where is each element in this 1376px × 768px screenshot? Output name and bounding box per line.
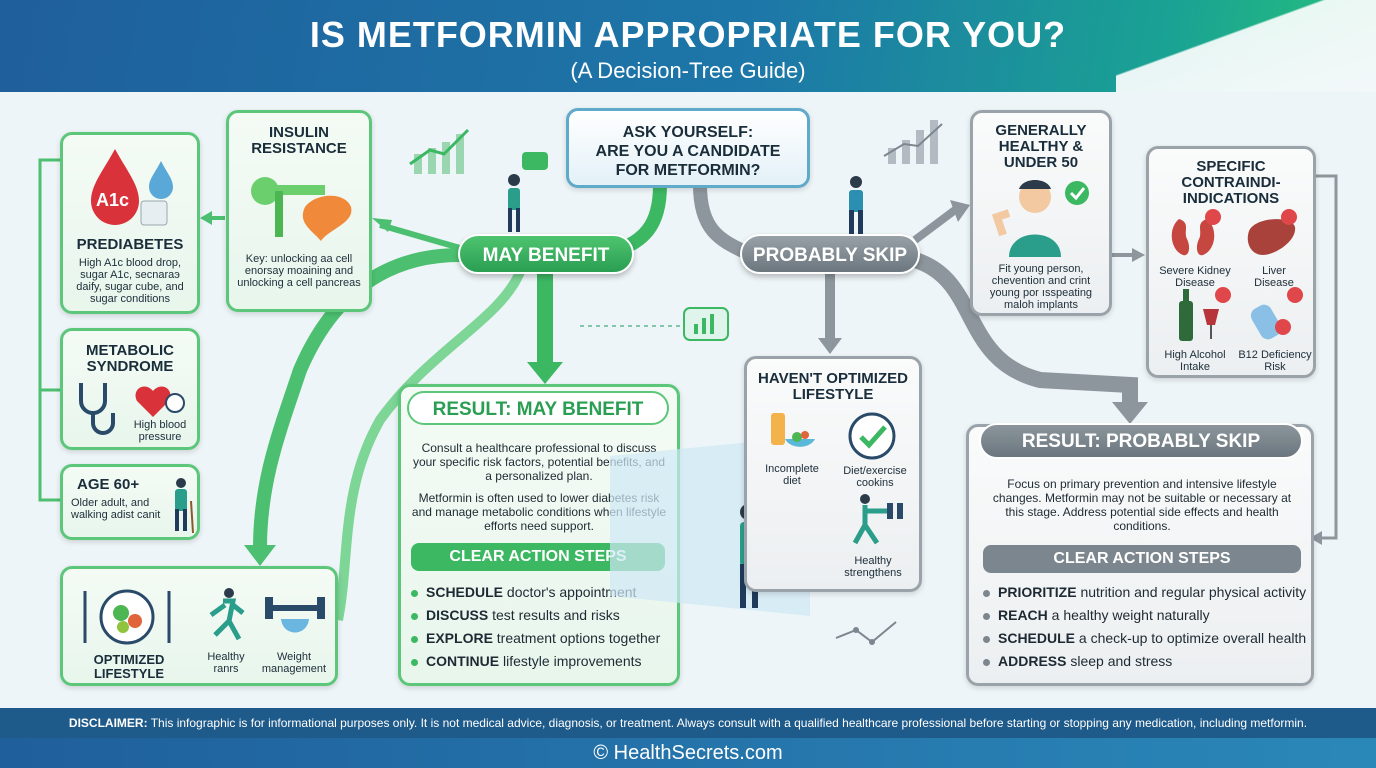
lifestyle-item2: Diet/exercise cookins: [843, 465, 907, 489]
optimized-item1: Healthy ranrs: [207, 651, 245, 675]
optimized-item2: Weight management: [261, 651, 327, 675]
lifestyle-item1: Incomplete diet: [765, 463, 819, 487]
network-dots-icon: [835, 621, 897, 645]
contraindications-card: SPECIFIC CONTRAINDI- INDICATIONS Severe …: [1146, 146, 1316, 378]
contraindications-title: SPECIFIC CONTRAINDI- INDICATIONS: [1181, 158, 1281, 207]
diet-icon: [771, 413, 815, 447]
result-benefit-para1: Consult a healthcare professional to dis…: [412, 441, 666, 483]
chart-bars-icon: [883, 120, 943, 164]
metabolic-caption: High blood pressure: [133, 419, 187, 443]
lifestyle-not-optimized-card: HAVEN'T OPTIMIZED LIFESTYLE Incomplete d…: [744, 356, 922, 592]
page-title: IS METFORMIN APPROPRIATE FOR YOU?: [309, 14, 1067, 55]
generally-healthy-title: GENERALLY HEALTHY & UNDER 50: [995, 122, 1087, 171]
blood-drop-icon: [91, 149, 173, 226]
chart-up-icon: [409, 128, 470, 174]
alcohol-icon: [1179, 287, 1231, 341]
contra-item-kidney: Severe Kidney Disease: [1159, 265, 1231, 289]
question-line1: ASK YOURSELF:: [622, 124, 754, 141]
plate-icon: [83, 589, 171, 645]
b12-icon: [1250, 287, 1303, 340]
skip-step: ADDRESS sleep and stress: [983, 650, 1306, 673]
benefit-steps-list: SCHEDULE doctor's appointment DISCUSS te…: [411, 581, 660, 673]
result-benefit-title: RESULT: MAY BENEFIT: [407, 391, 669, 425]
person-speech-icon: [508, 152, 548, 232]
older-adult-icon: [175, 478, 194, 534]
lifestyle-not-optimized-title: HAVEN'T OPTIMIZED LIFESTYLE: [758, 370, 908, 403]
liver-icon: [1247, 209, 1297, 255]
skip-steps-list: PRIORITIZE nutrition and regular physica…: [983, 581, 1306, 673]
key-pancreas-icon: [251, 177, 352, 241]
prediabetes-text: High A1c blood drop, sugar A1c, ѕecnaraэ…: [76, 257, 184, 305]
result-benefit-para2: Metformin is often used to lower diabete…: [411, 491, 667, 533]
contra-item-alcohol: High Alcohol Intake: [1164, 349, 1226, 373]
header-banner: [0, 0, 1376, 92]
skip-step: PRIORITIZE nutrition and regular physica…: [983, 581, 1306, 604]
contra-item-liver: Liver Disease: [1254, 265, 1294, 289]
kidney-icon: [1171, 209, 1221, 256]
weight-icon: [265, 597, 325, 633]
lifestyle-item3: Healthy strengthens: [844, 555, 902, 579]
skip-step: SCHEDULE a check-up to optimize overall …: [983, 627, 1306, 650]
age-title: AGE 60+: [77, 476, 140, 493]
metabolic-title: METABOLIC SYNDROME: [85, 342, 175, 375]
checkmark-clock-icon: [848, 412, 896, 460]
contra-item-b12: B12 Deficiency Risk: [1238, 349, 1312, 373]
result-benefit-card: RESULT: MAY BENEFIT Consult a healthcare…: [398, 384, 680, 686]
question-line2: ARE YOU A CANDIDATE: [595, 143, 781, 160]
may-benefit-pill: MAY BENEFIT: [458, 234, 634, 274]
metabolic-card: METABOLIC SYNDROME High blood pressure: [60, 328, 200, 450]
digital-screen-icon: [580, 307, 810, 616]
benefit-step: CONTINUE lifestyle improvements: [411, 650, 660, 673]
insulin-text: Key: unlocking aa cell enorsay moaining …: [237, 253, 361, 289]
result-skip-para: Focus on primary prevention and intensiv…: [992, 477, 1292, 533]
person-thinking-icon: [849, 176, 863, 234]
question-box: ASK YOURSELF: ARE YOU A CANDIDATE FOR ME…: [566, 108, 810, 188]
skip-step: REACH a healthy weight naturally: [983, 604, 1306, 627]
question-line3: FOR METFORMIN?: [615, 162, 761, 179]
result-skip-title: RESULT: PROBABLY SKIP: [979, 423, 1303, 459]
skip-steps-header: CLEAR ACTION STEPS: [983, 545, 1301, 573]
a1c-badge: A1c: [96, 190, 130, 210]
header-swoosh: [1116, 0, 1376, 92]
disclaimer-bar: DISCLAIMER: This infographic is for info…: [0, 708, 1376, 738]
exercise-icon: [852, 494, 903, 545]
optimized-lifestyle-card: OPTIMIZED LIFESTYLE Healthy ranrs Weight…: [60, 566, 338, 686]
probably-skip-pill: PROBABLY SKIP: [740, 234, 920, 274]
stethoscope-heart-icon: [79, 383, 185, 435]
age-card: AGE 60+ Older adult, and walking adist c…: [60, 464, 200, 540]
optimized-title: OPTIMIZED LIFESTYLE: [93, 652, 165, 681]
benefit-step: SCHEDULE doctor's appointment: [411, 581, 660, 604]
generally-healthy-text: Fit young person, chevention and crint y…: [989, 263, 1093, 311]
result-skip-card: RESULT: PROBABLY SKIP Focus on primary p…: [966, 423, 1314, 686]
prediabetes-card: A1c PREDIABETES High A1c blood drop, sug…: [60, 132, 200, 314]
prediabetes-title: PREDIABETES: [76, 236, 184, 253]
benefit-step: EXPLORE treatment options together: [411, 627, 660, 650]
footer-credit[interactable]: © HealthSecrets.com: [0, 738, 1376, 768]
insulin-card: INSULIN RESISTANCE Key: unlocking aa cel…: [226, 110, 372, 312]
insulin-title: INSULIN RESISTANCE: [251, 124, 347, 157]
page-subtitle: (A Decision-Tree Guide): [570, 58, 806, 83]
fit-person-icon: [991, 180, 1089, 257]
generally-healthy-card: GENERALLY HEALTHY & UNDER 50 Fit young p…: [970, 110, 1112, 316]
runner-icon: [209, 588, 245, 641]
age-text: Older adult, and walking adist canit: [71, 497, 161, 521]
disclaimer-label: DISCLAIMER:: [68, 716, 148, 730]
disclaimer-text: This infographic is for informational pu…: [147, 716, 1308, 730]
benefit-step: DISCUSS test results and risks: [411, 604, 660, 627]
